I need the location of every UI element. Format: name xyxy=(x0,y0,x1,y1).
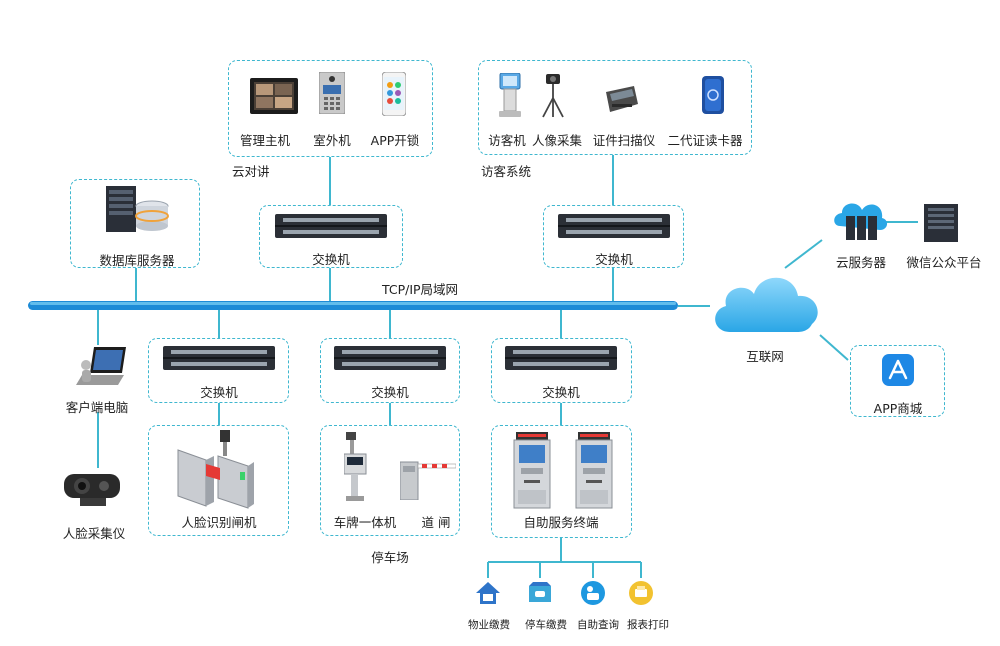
client-computer-label: 客户端电脑 xyxy=(65,400,129,415)
management-host-icon xyxy=(250,78,298,114)
client-computer-icon xyxy=(76,347,126,385)
plate-recognition-camera-icon xyxy=(344,432,367,501)
barrier-gate-icon xyxy=(400,461,456,500)
item-visitor-machine: 访客机 xyxy=(488,133,526,148)
plate-recognition-label: 车牌一体机 xyxy=(333,515,397,530)
face-collector-icon xyxy=(64,474,120,506)
service-self-inquiry: 自助查询 xyxy=(577,619,619,631)
switch-label: 交换机 xyxy=(371,385,409,400)
switch-icon xyxy=(163,346,275,370)
switch-icon xyxy=(558,214,670,238)
switch-icon xyxy=(505,346,617,370)
app-unlock-phone-icon xyxy=(382,72,406,116)
face-gate-group xyxy=(148,425,289,536)
database-server-label: 数据库服务器 xyxy=(99,253,175,268)
switch-label: 交换机 xyxy=(200,385,238,400)
report-printing-icon xyxy=(629,581,653,605)
parking-title: 停车场 xyxy=(371,550,409,565)
database-server-icon xyxy=(106,186,169,232)
switch-label: 交换机 xyxy=(542,385,580,400)
parking-group xyxy=(320,425,460,536)
item-portrait-capture: 人像采集 xyxy=(531,133,583,148)
face-collector-label: 人脸采集仪 xyxy=(62,526,126,541)
item-app-unlock: APP开锁 xyxy=(370,133,420,148)
internet-cloud-icon xyxy=(715,277,818,332)
item-management-host: 管理主机 xyxy=(239,133,291,148)
self-service-kiosk-icon xyxy=(575,432,613,509)
service-parking-payment: 停车缴费 xyxy=(525,619,567,631)
portrait-camera-icon xyxy=(542,74,564,118)
service-property-payment: 物业缴费 xyxy=(468,619,510,631)
id-card-reader-icon xyxy=(702,76,724,114)
self-service-kiosk-label: 自助服务终端 xyxy=(523,515,599,530)
lan-label: TCP/IP局域网 xyxy=(381,282,459,297)
internet-label: 互联网 xyxy=(746,349,784,364)
switch-icon xyxy=(334,346,446,370)
app-store-icon xyxy=(882,354,914,386)
cloud-server-label: 云服务器 xyxy=(835,255,887,270)
parking-payment-icon xyxy=(529,582,551,602)
outdoor-unit-icon xyxy=(319,72,345,114)
switch-label: 交换机 xyxy=(595,252,633,267)
property-payment-icon xyxy=(476,582,500,604)
barrier-gate-label: 道 闸 xyxy=(421,515,451,530)
item-id-scanner: 证件扫描仪 xyxy=(592,133,656,148)
switch-icon xyxy=(275,214,387,238)
id-scanner-icon xyxy=(606,86,638,112)
wechat-server-icon xyxy=(924,204,958,242)
visitor-system-title: 访客系统 xyxy=(481,164,532,179)
service-report-printing: 报表打印 xyxy=(627,619,669,631)
face-gate-label: 人脸识别闸机 xyxy=(181,515,257,530)
wechat-platform-label: 微信公众平台 xyxy=(906,255,982,270)
switch-label: 交换机 xyxy=(312,252,350,267)
face-recognition-gate-icon xyxy=(177,430,254,509)
visitor-machine-icon xyxy=(499,73,521,117)
item-id-card-reader: 二代证读卡器 xyxy=(667,133,743,148)
cloud-server-icon xyxy=(834,203,888,240)
cloud-intercom-title: 云对讲 xyxy=(232,164,270,179)
item-outdoor-unit: 室外机 xyxy=(313,133,351,148)
self-inquiry-icon xyxy=(581,581,605,605)
self-service-kiosk-icon xyxy=(513,432,551,509)
app-store-label: APP商城 xyxy=(873,401,923,416)
